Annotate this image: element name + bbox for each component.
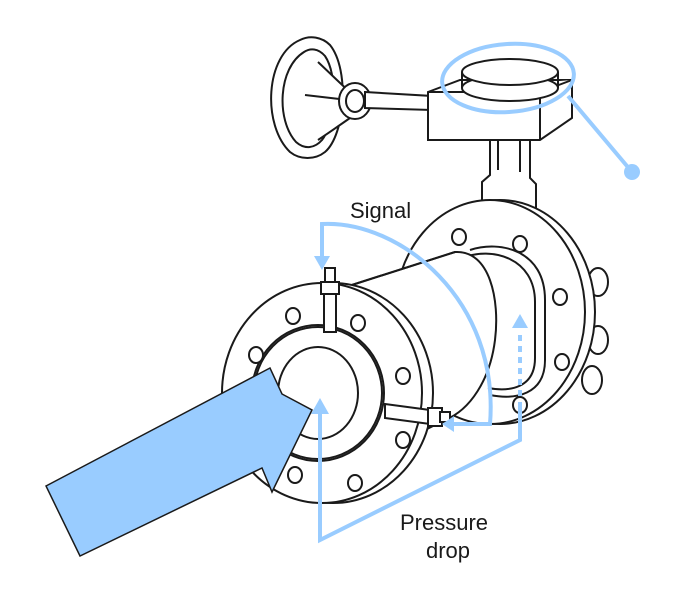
pressure-drop-line — [318, 402, 522, 544]
drop-label: drop — [426, 538, 470, 563]
flow-arrow — [45, 366, 313, 558]
top-sensor — [320, 267, 340, 333]
side-sensor — [384, 402, 451, 427]
actuator-highlight — [440, 41, 634, 174]
pressure-arrowhead-up-left — [311, 398, 329, 414]
signal-arrowhead-left — [442, 416, 454, 432]
pressure-arrowhead-up-right — [512, 314, 528, 328]
front-flange-bolt-holes — [248, 307, 411, 492]
signal-label: Signal — [350, 198, 411, 223]
pressure-label: Pressure — [400, 510, 488, 535]
leader-dot — [624, 164, 640, 180]
handwheel-actuator — [270, 36, 573, 212]
signal-arrowhead-down — [314, 256, 330, 270]
signal-arc — [320, 221, 493, 426]
